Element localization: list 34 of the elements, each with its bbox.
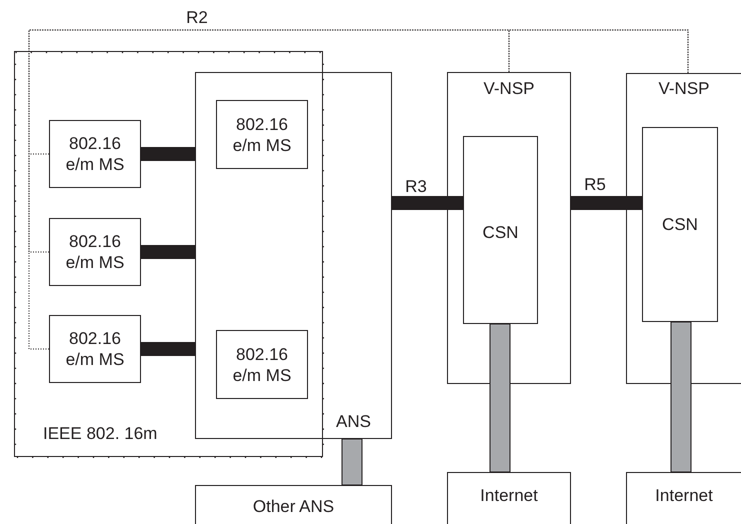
dotted-connector bbox=[28, 30, 688, 252]
station-box bbox=[49, 120, 141, 188]
interface-bar bbox=[670, 322, 692, 472]
node-label: CSN bbox=[662, 214, 698, 235]
node-label: 802.16 e/m MS bbox=[232, 344, 292, 386]
node-label: Internet bbox=[655, 485, 713, 506]
interface-bar bbox=[342, 438, 362, 486]
node-label: Other ANS bbox=[252, 496, 334, 517]
node-label: Internet bbox=[480, 485, 538, 506]
interface-bar bbox=[140, 342, 196, 356]
node-label: V-NSP bbox=[658, 78, 710, 99]
node-label: 802.16 e/m MS bbox=[64, 133, 126, 175]
node-label: ANS bbox=[336, 411, 371, 432]
interface-bar bbox=[392, 196, 464, 210]
station-box bbox=[216, 100, 308, 169]
station-box bbox=[49, 315, 141, 383]
node-label: V-NSP bbox=[483, 78, 535, 99]
interface-bar bbox=[570, 196, 642, 210]
dotted-connector bbox=[28, 30, 688, 350]
node-label: IEEE 802. 16m bbox=[43, 423, 158, 444]
interface-bar bbox=[140, 147, 196, 161]
node-label: 802.16 e/m MS bbox=[64, 328, 126, 370]
station-box bbox=[216, 330, 308, 399]
provider-box bbox=[447, 72, 571, 384]
station-box bbox=[49, 218, 141, 286]
service-network-box bbox=[642, 127, 718, 322]
node-label: CSN bbox=[482, 222, 518, 243]
network-region bbox=[14, 51, 323, 457]
interface-bar bbox=[140, 245, 196, 259]
access-network-box bbox=[195, 72, 392, 439]
interface-bar bbox=[490, 324, 510, 472]
service-network-box bbox=[463, 136, 538, 324]
node-label: 802.16 e/m MS bbox=[232, 114, 292, 156]
node-label: 802.16 e/m MS bbox=[64, 231, 126, 273]
